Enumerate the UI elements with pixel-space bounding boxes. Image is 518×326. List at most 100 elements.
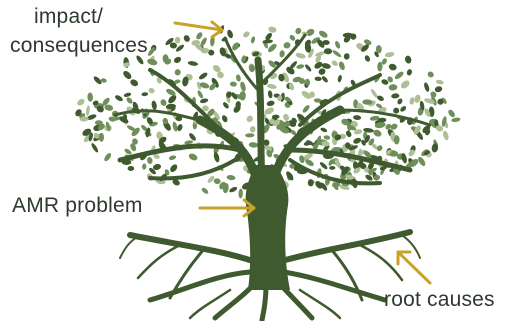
leaf xyxy=(187,61,199,66)
leaf xyxy=(262,39,273,44)
leaf xyxy=(332,146,342,153)
leaf xyxy=(301,90,312,99)
leaf xyxy=(391,93,400,99)
leaf xyxy=(227,29,233,39)
leaf xyxy=(153,154,160,159)
leaf xyxy=(431,95,437,106)
annotation-arrows xyxy=(173,20,432,285)
leaf xyxy=(385,123,391,130)
leaf xyxy=(353,137,362,144)
leaf xyxy=(434,86,443,93)
leaf xyxy=(288,82,295,91)
leaf xyxy=(422,125,431,133)
leaf xyxy=(164,169,170,176)
leaf xyxy=(113,116,120,121)
leaf xyxy=(123,71,132,79)
leaf xyxy=(379,166,387,171)
leaf xyxy=(238,188,243,199)
leaf xyxy=(146,117,153,125)
leaf xyxy=(136,55,144,65)
leaf xyxy=(315,180,323,189)
leaf xyxy=(147,58,158,66)
leaf xyxy=(98,132,105,142)
leaf xyxy=(286,66,295,75)
leaf xyxy=(267,43,277,53)
leaf xyxy=(340,173,347,180)
leaf xyxy=(92,100,99,106)
leaf xyxy=(397,98,403,105)
leaf xyxy=(413,125,421,135)
leaf xyxy=(348,145,358,151)
leaf xyxy=(319,162,328,170)
leaf xyxy=(347,124,357,131)
arrow-impact xyxy=(173,20,224,39)
leaf xyxy=(224,53,232,59)
leaf xyxy=(75,109,82,117)
leaf xyxy=(132,138,138,145)
leaf xyxy=(393,107,400,114)
leaf xyxy=(123,92,132,97)
leaf xyxy=(88,132,93,142)
leaf xyxy=(342,32,353,38)
leaf xyxy=(104,104,114,111)
leaf xyxy=(200,47,210,54)
leaf xyxy=(414,94,421,103)
leaf xyxy=(197,90,204,99)
leaf xyxy=(331,60,338,66)
leaf xyxy=(337,74,342,83)
leaf xyxy=(175,44,185,52)
leaf xyxy=(385,149,392,155)
leaf xyxy=(363,150,372,158)
leaf xyxy=(318,30,328,38)
leaf xyxy=(334,134,342,141)
leaf xyxy=(208,49,215,56)
leaf xyxy=(400,80,410,89)
leaf xyxy=(341,166,349,176)
leaf xyxy=(369,115,380,121)
leaf xyxy=(86,114,97,120)
leaf xyxy=(430,91,437,98)
tree-canopy xyxy=(75,25,461,199)
leaf xyxy=(306,140,314,146)
leaf xyxy=(148,88,155,94)
leaf xyxy=(352,161,359,170)
leaf xyxy=(104,152,112,162)
leaf xyxy=(289,61,297,70)
leaf xyxy=(409,97,415,105)
leaf xyxy=(209,83,217,91)
leaf xyxy=(182,76,189,87)
leaf xyxy=(174,36,181,44)
leaf xyxy=(152,164,162,170)
leaf xyxy=(93,76,102,85)
leaf xyxy=(317,39,325,48)
leaf xyxy=(277,95,283,102)
leaf xyxy=(249,126,256,133)
leaf xyxy=(272,119,281,127)
leaf xyxy=(219,47,226,57)
leaf xyxy=(266,100,275,107)
leaf xyxy=(276,122,286,130)
leaf xyxy=(361,44,369,52)
leaf xyxy=(199,82,210,89)
leaf xyxy=(232,42,240,51)
leaf xyxy=(329,165,336,170)
leaf xyxy=(390,123,398,130)
leaf xyxy=(339,184,350,190)
leaf xyxy=(172,121,178,132)
leaf xyxy=(377,95,384,102)
leaf xyxy=(170,164,178,173)
leaf xyxy=(427,71,434,78)
leaf xyxy=(359,162,367,170)
leaf xyxy=(431,143,439,153)
leaf xyxy=(305,64,312,72)
leaf xyxy=(172,179,180,186)
leaf xyxy=(335,41,341,49)
leaf xyxy=(371,143,378,150)
leaf xyxy=(308,48,314,59)
leaf xyxy=(217,71,224,79)
leaf xyxy=(189,133,196,141)
leaf xyxy=(363,39,372,46)
leaf xyxy=(165,103,176,110)
leaf xyxy=(375,45,382,54)
